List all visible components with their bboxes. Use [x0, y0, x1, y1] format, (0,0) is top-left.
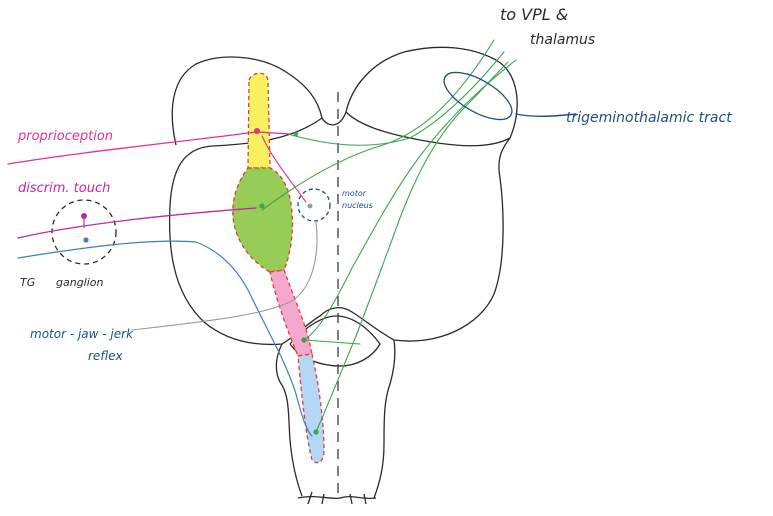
proprioception-cell-body [254, 128, 260, 134]
proprioception-fiber [7, 131, 257, 165]
pathways [7, 39, 577, 437]
label-to-vpl: to VPL & [500, 5, 568, 24]
trigeminal-nuclei [232, 72, 325, 464]
label-reflex: reflex [88, 349, 123, 363]
right-thalamus-lobe [345, 46, 518, 139]
tract-line-4 [315, 61, 509, 433]
left-thalamus-lobe [171, 56, 323, 146]
label-discrim-touch: discrim. touch [18, 181, 110, 196]
label-ganglion: ganglion [56, 276, 104, 289]
tract-crossing [303, 339, 361, 345]
mesencephalic-nucleus [247, 72, 271, 169]
spinal-nucleus-pink [269, 269, 313, 357]
motor-nucleus-circle [297, 188, 331, 222]
pons-synapse [301, 337, 307, 343]
pons-outline [168, 111, 511, 346]
tract-line-1 [261, 39, 495, 211]
principal-sensory-nucleus [232, 167, 294, 273]
tract-ellipse [443, 71, 513, 121]
label-tg: TG [20, 276, 35, 289]
proprioception-branch [257, 131, 291, 135]
label-nucleus: nucleus [342, 201, 373, 210]
principal-synapse [293, 131, 299, 137]
pain-ganglion-cell [83, 237, 89, 243]
proprioception-to-motor [261, 135, 307, 203]
tract-pointer [515, 113, 577, 117]
tract-line-2 [287, 51, 505, 146]
labels: to VPL & thalamus trigeminothalamic trac… [17, 5, 732, 363]
medulla-olive [289, 315, 381, 367]
spinal-base-2 [307, 491, 367, 505]
pain-fiber [17, 240, 313, 437]
label-motor: motor [342, 189, 367, 198]
tg-ganglion-circle [51, 199, 117, 265]
jaw-jerk-fiber [131, 221, 318, 331]
medulla-outline [275, 343, 303, 497]
label-thalamus: thalamus [530, 32, 595, 48]
spinal-nucleus-blue [297, 353, 325, 464]
caudal-synapse [313, 429, 319, 435]
motor-nucleus-dot [307, 203, 313, 209]
medulla-outline-right [373, 339, 396, 499]
tract-line-3 [303, 59, 517, 341]
upper-notch [321, 111, 347, 126]
touch-fiber [17, 207, 257, 239]
brainstem-outline [168, 46, 518, 505]
label-trigeminothalamic: trigeminothalamic tract [566, 110, 732, 126]
label-jaw-jerk: motor - jaw - jerk [30, 327, 134, 341]
touch-synapse [259, 203, 265, 209]
label-proprioception: proprioception [17, 129, 113, 144]
